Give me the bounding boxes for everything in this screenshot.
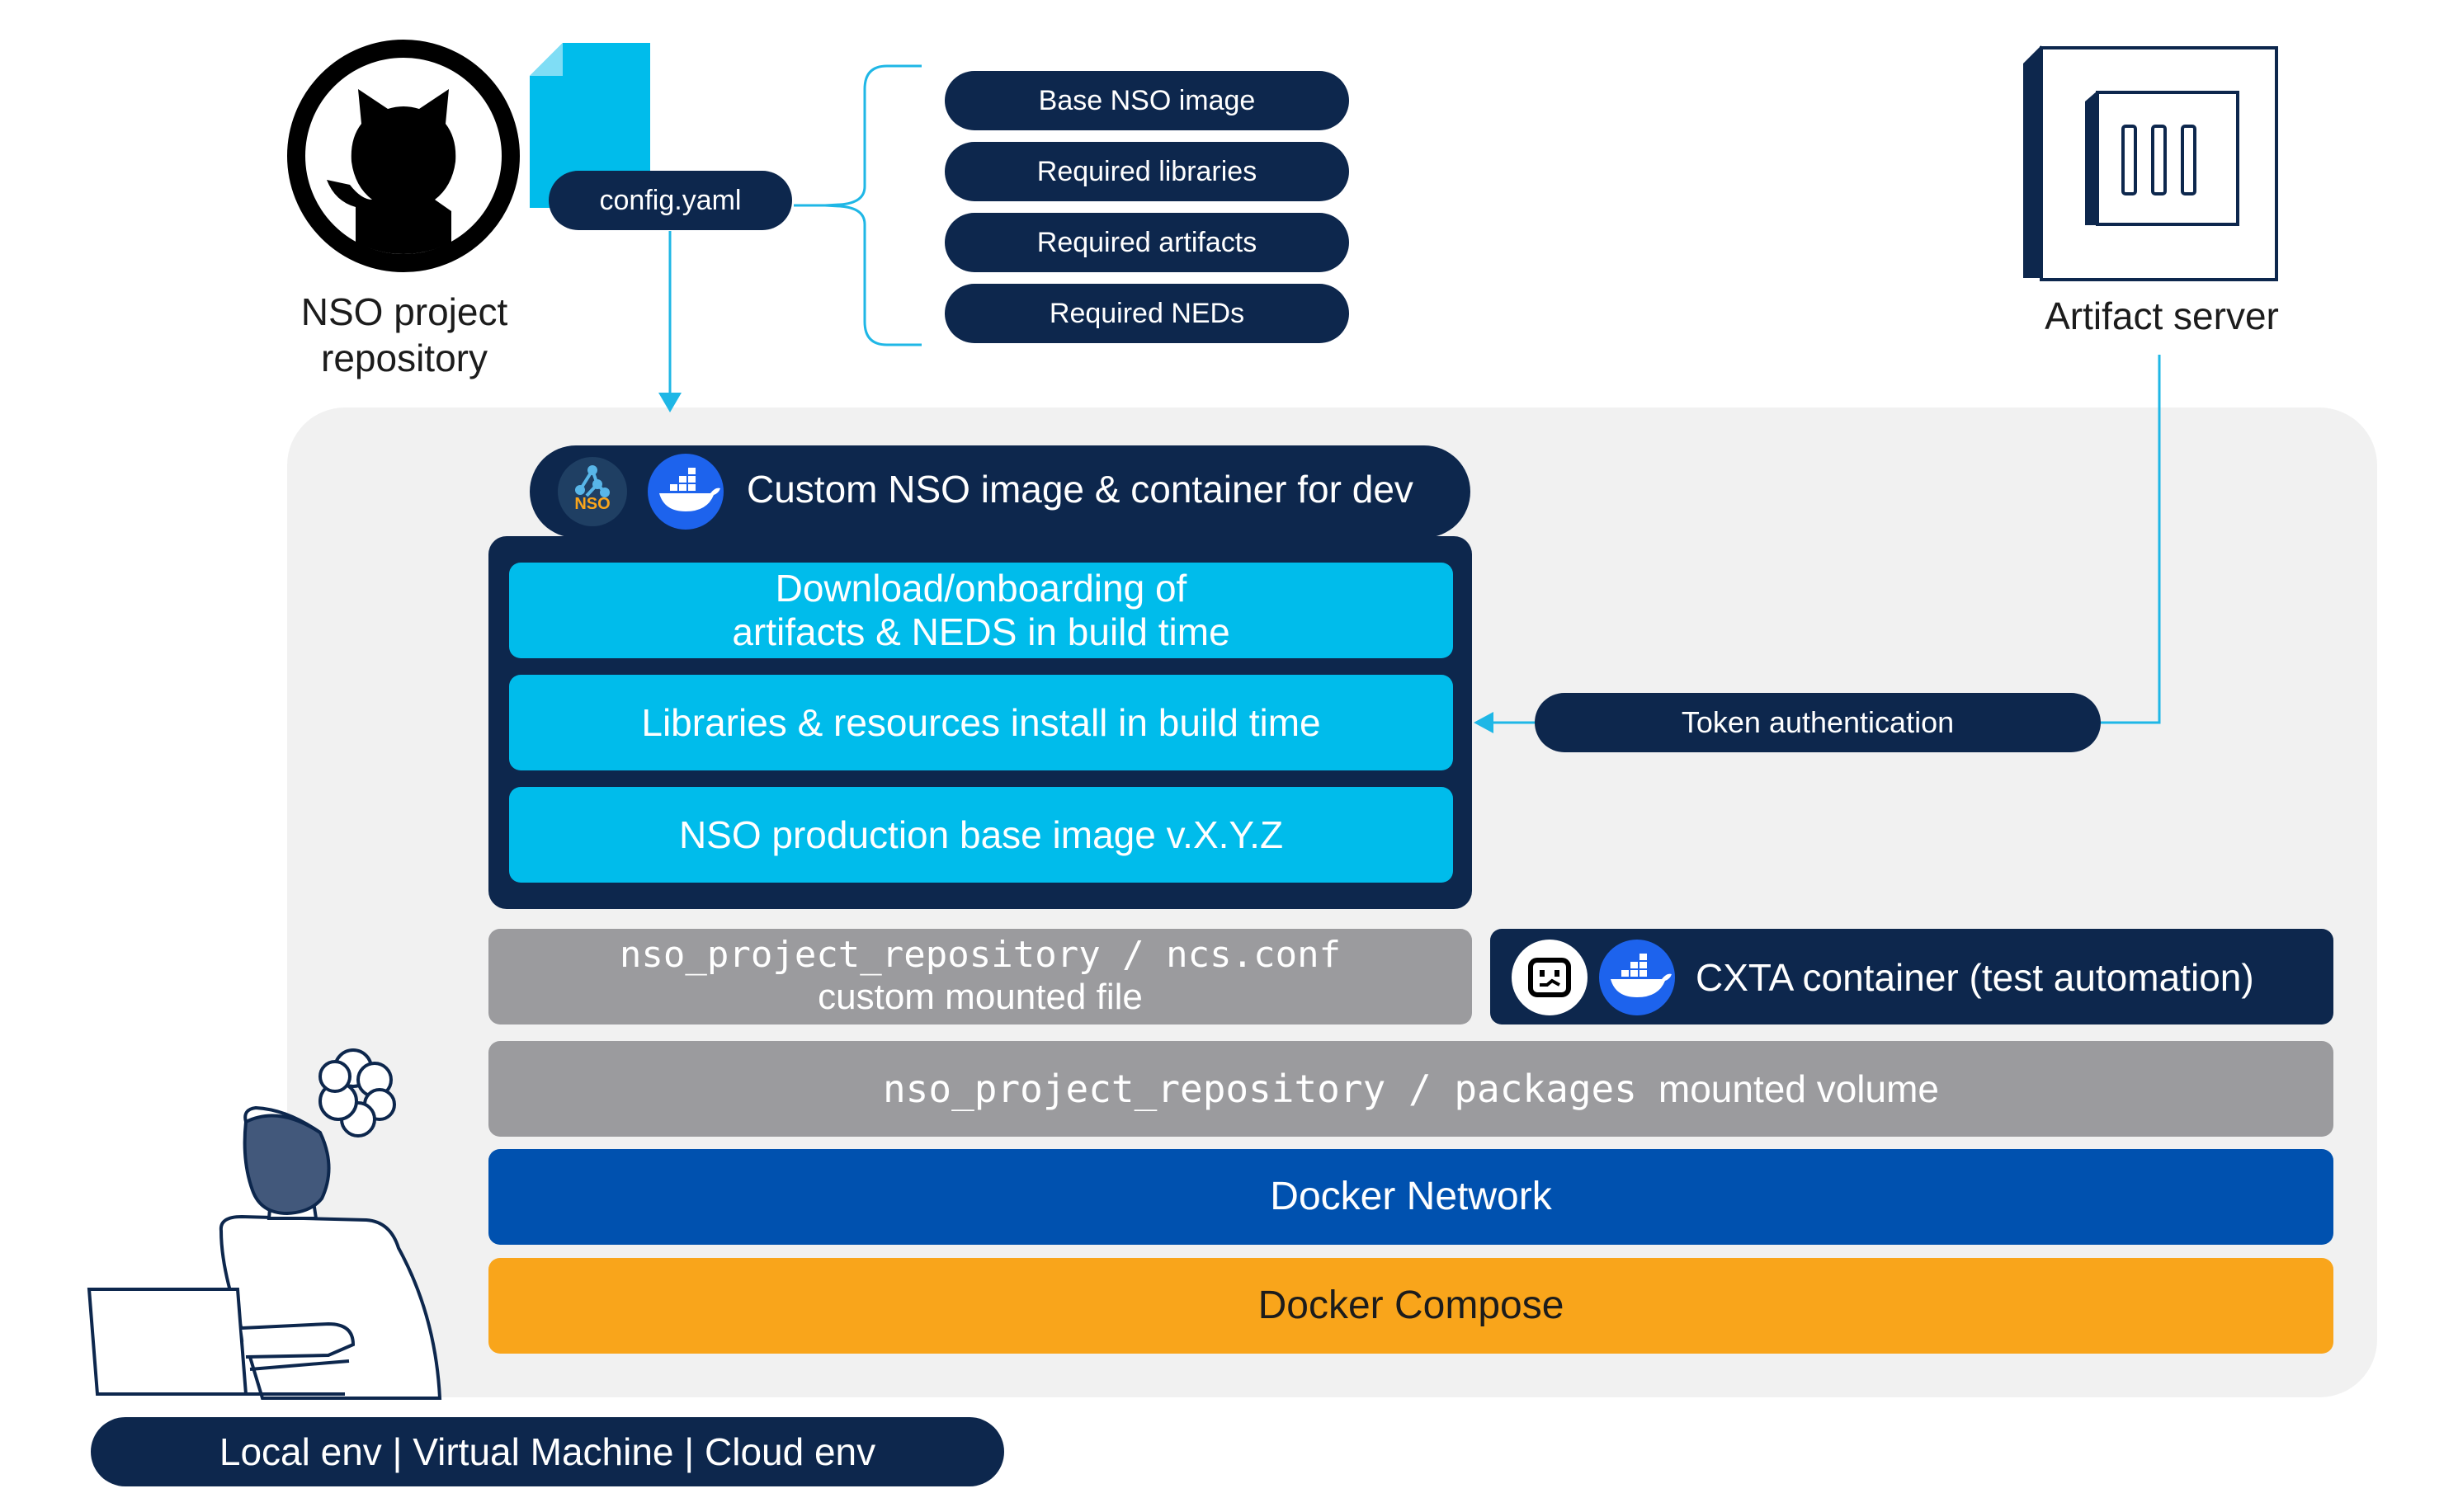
requirement-label: Required libraries: [1036, 155, 1257, 187]
dev-container-title: Custom NSO image & container for dev: [747, 468, 1413, 511]
requirement-pill-libraries: Required libraries: [945, 142, 1349, 201]
token-authentication-pill: Token authentication: [1535, 693, 2101, 752]
ncs-conf-path: nso_project_repository / ncs.conf: [619, 934, 1342, 977]
config-yaml-pill[interactable]: config.yaml: [549, 171, 792, 230]
libraries-install-layer: Libraries & resources install in build t…: [509, 675, 1453, 770]
environments-pill: Local env | Virtual Machine | Cloud env: [91, 1417, 1004, 1486]
docker-icon: [648, 454, 724, 530]
requirement-pill-neds: Required NEDs: [945, 284, 1349, 343]
repo-label-line1: NSO project: [300, 290, 508, 333]
artifact-server-label: Artifact server: [2045, 294, 2279, 337]
robot-icon: [1512, 940, 1588, 1015]
packages-caption: mounted volume: [1658, 1067, 1939, 1110]
developer-illustration: [87, 1048, 442, 1400]
repo-label-line2: repository: [321, 337, 488, 380]
requirement-label: Required artifacts: [1036, 226, 1257, 258]
config-yaml-label: config.yaml: [599, 184, 742, 216]
token-authentication-label: Token authentication: [1681, 705, 1955, 739]
requirement-label: Base NSO image: [1038, 84, 1256, 116]
nso-logo-text: NSO: [574, 495, 611, 513]
repo-label: NSO project repository: [239, 289, 569, 381]
docker-compose-label: Docker Compose: [1257, 1284, 1564, 1328]
download-onboarding-layer: Download/onboarding of artifacts & NEDS …: [509, 563, 1453, 658]
github-icon: [287, 40, 520, 272]
cxta-container-label: CXTA container (test automation): [1696, 956, 2254, 999]
docker-network-layer: Docker Network: [488, 1149, 2333, 1245]
packages-mounted-volume: nso_project_repository / packages mounte…: [488, 1041, 2333, 1137]
libraries-layer-label: Libraries & resources install in build t…: [641, 700, 1321, 744]
environments-label: Local env | Virtual Machine | Cloud env: [219, 1430, 876, 1473]
requirement-pill-base-image: Base NSO image: [945, 71, 1349, 130]
artifact-server-icon: [2023, 45, 2278, 281]
docker-compose-layer: Docker Compose: [488, 1258, 2333, 1354]
docker-network-label: Docker Network: [1270, 1175, 1552, 1219]
base-image-layer-label: NSO production base image v.X.Y.Z: [678, 813, 1284, 856]
download-layer-line2: artifacts & NEDS in build time: [732, 610, 1230, 653]
nso-logo-icon: [558, 457, 627, 526]
ncs-conf-caption: custom mounted file: [818, 977, 1143, 1017]
requirement-pill-artifacts: Required artifacts: [945, 213, 1349, 272]
docker-icon: [1599, 940, 1675, 1015]
packages-path: nso_project_repository / packages: [882, 1066, 1637, 1111]
ncs-conf-mounted-file: nso_project_repository / ncs.conf custom…: [488, 929, 1472, 1024]
document-icon: [530, 43, 650, 208]
nso-base-image-layer: NSO production base image v.X.Y.Z: [509, 787, 1453, 883]
requirement-label: Required NEDs: [1049, 297, 1245, 329]
download-layer-line1: Download/onboarding of: [775, 567, 1187, 610]
